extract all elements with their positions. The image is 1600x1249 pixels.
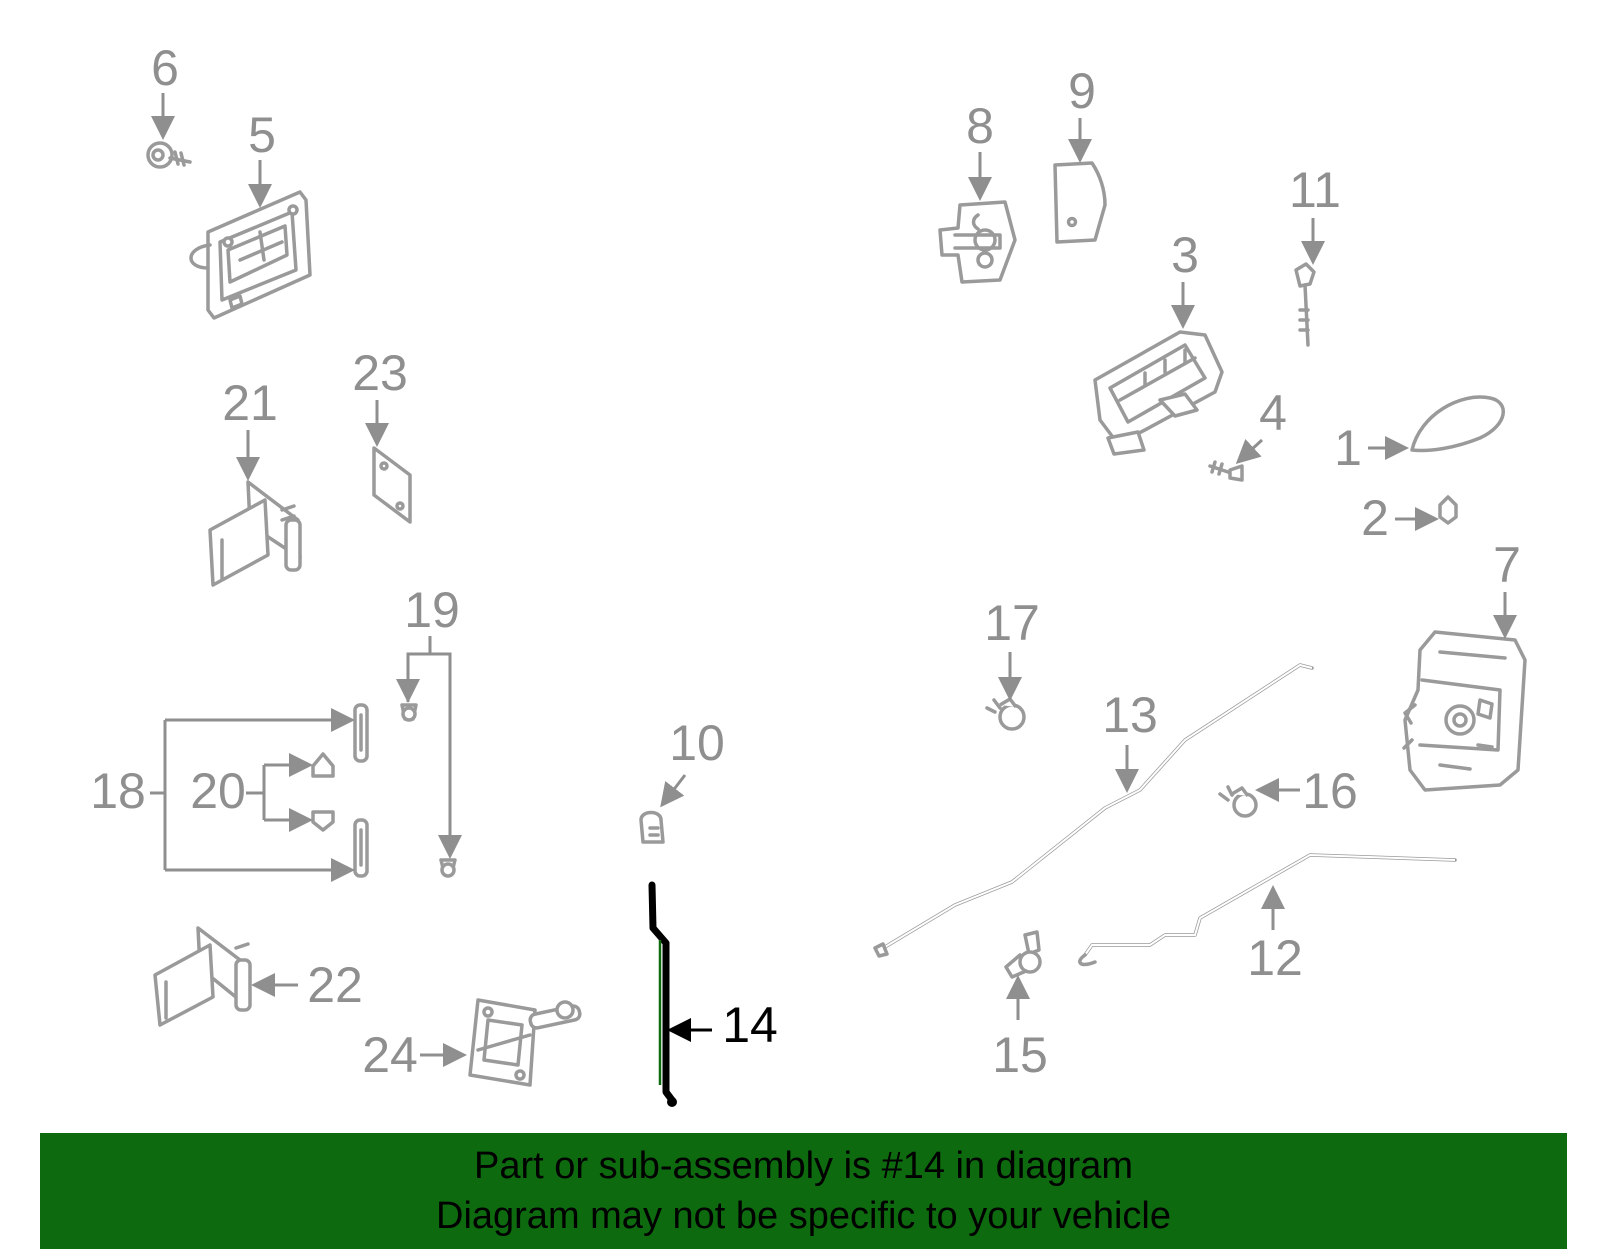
part-19-bumpers[interactable] xyxy=(400,703,457,878)
callout-14: 14 xyxy=(722,997,778,1053)
callout-3: 3 xyxy=(1171,227,1199,283)
callout-17: 17 xyxy=(984,595,1040,651)
part-10-clip[interactable] xyxy=(639,810,665,844)
callout-18: 18 xyxy=(90,763,146,819)
part-4-screw[interactable] xyxy=(1208,460,1244,482)
callout-6: 6 xyxy=(151,40,179,96)
callout-20: 20 xyxy=(190,763,246,819)
callout-15: 15 xyxy=(992,1027,1048,1083)
part-14-rod-highlighted[interactable] xyxy=(648,881,677,1107)
part-20-clips[interactable] xyxy=(311,752,335,832)
callout-13: 13 xyxy=(1102,687,1158,743)
part-13-rod[interactable] xyxy=(873,663,1314,958)
callout-5: 5 xyxy=(248,107,276,163)
callout-9: 9 xyxy=(1068,63,1096,119)
part-3-outside-handle[interactable] xyxy=(1093,330,1224,456)
callout-24: 24 xyxy=(362,1027,418,1083)
part-24-door-check[interactable] xyxy=(468,998,582,1087)
part-12-rod[interactable] xyxy=(1078,853,1457,967)
callout-11: 11 xyxy=(1289,162,1341,218)
callout-2: 2 xyxy=(1361,490,1389,546)
callout-19: 19 xyxy=(404,582,460,638)
callout-8: 8 xyxy=(966,98,994,154)
banner-line-2: Diagram may not be specific to your vehi… xyxy=(436,1195,1171,1237)
part-11-rod[interactable] xyxy=(1294,262,1316,347)
callout-10: 10 xyxy=(669,715,725,771)
part-2-clip[interactable] xyxy=(1438,495,1458,525)
part-23-shim[interactable] xyxy=(372,446,412,524)
part-18-strikers[interactable] xyxy=(353,703,369,878)
part-8-striker[interactable] xyxy=(938,200,1017,284)
part-6-screw[interactable] xyxy=(146,141,192,169)
callout-4: 4 xyxy=(1259,385,1287,441)
banner-line-1: Part or sub-assembly is #14 in diagram xyxy=(474,1145,1133,1187)
part-16-clip[interactable] xyxy=(1218,785,1258,818)
part-21-hinge[interactable] xyxy=(208,480,302,587)
callout-16: 16 xyxy=(1302,763,1358,819)
info-banner: Part or sub-assembly is #14 in diagram D… xyxy=(40,1133,1567,1249)
part-15-clip[interactable] xyxy=(1004,930,1042,979)
part-22-hinge[interactable] xyxy=(153,926,252,1027)
callout-23: 23 xyxy=(352,345,408,401)
callout-21: 21 xyxy=(222,375,278,431)
callout-7: 7 xyxy=(1493,537,1521,593)
callout-1: 1 xyxy=(1334,420,1362,476)
part-7-latch[interactable] xyxy=(1402,630,1527,792)
callout-12: 12 xyxy=(1247,930,1303,986)
part-17-clip[interactable] xyxy=(985,697,1026,731)
part-9-plate[interactable] xyxy=(1053,161,1107,244)
part-5-inside-handle[interactable] xyxy=(189,190,312,320)
callout-22: 22 xyxy=(307,957,363,1013)
part-1-cap[interactable] xyxy=(1410,395,1506,453)
